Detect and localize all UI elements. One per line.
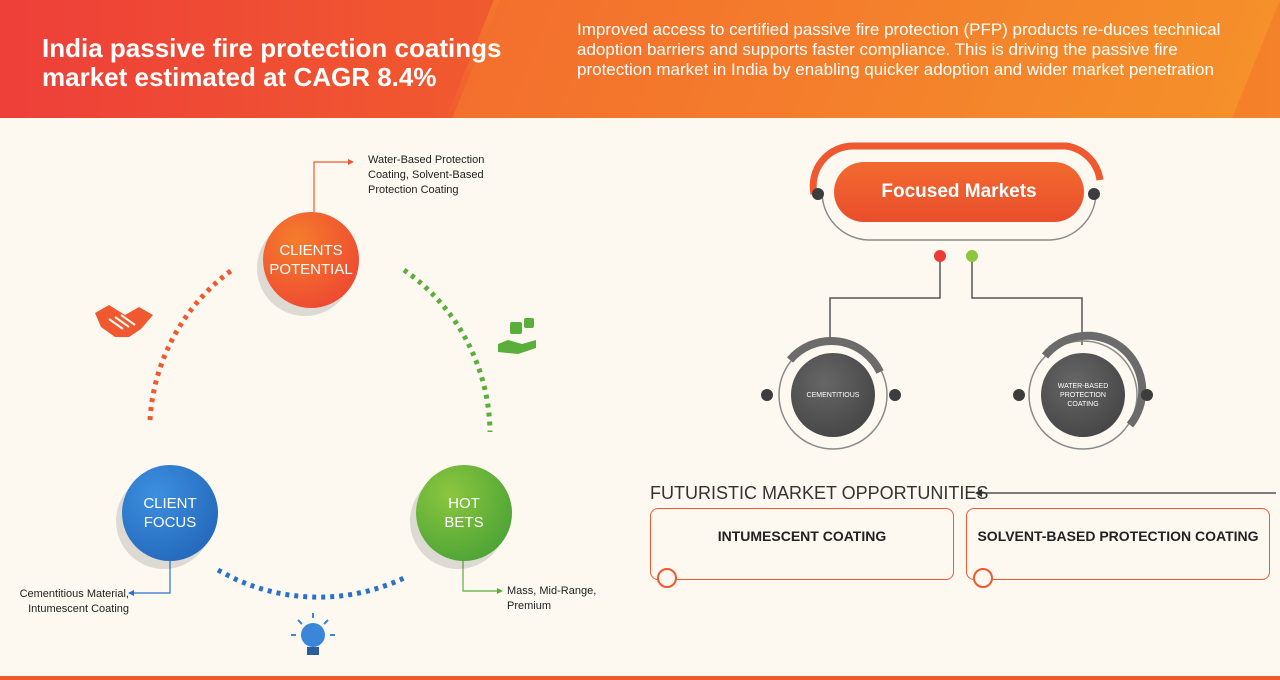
header-banner: India passive fire protection coatings m…	[0, 0, 1280, 118]
futuristic-title: FUTURISTIC MARKET OPPORTUNITIES	[650, 483, 989, 503]
hot-bets-circle: HOT BETS	[416, 465, 512, 561]
client-focus-circle: CLIENT FOCUS	[122, 465, 218, 561]
opportunity-1-ring	[657, 568, 677, 588]
cementitious-circle: CEMENTITIOUS	[791, 353, 875, 437]
hot-bets-note: Mass, Mid-Range, Premium	[507, 585, 597, 612]
opportunity-intumescent: INTUMESCENT COATING	[650, 508, 954, 580]
green-dashed-arc	[402, 267, 493, 433]
blue-dashed-arc	[216, 567, 406, 600]
bottom-border	[0, 676, 1280, 680]
focused-markets-pill: Focused Markets	[834, 162, 1084, 222]
handshake-icon	[95, 305, 153, 337]
hot-bets-label: HOT BETS	[444, 495, 484, 531]
cementitious-label: CEMENTITIOUS	[806, 391, 860, 399]
client-focus-label: CLIENT FOCUS	[143, 495, 197, 531]
water-based-circle: WATER-BASED PROTECTION COATING	[1041, 353, 1125, 437]
clients-potential-label: CLIENTS POTENTIAL	[269, 242, 353, 278]
opportunity-1-label: INTUMESCENT COATING	[717, 528, 887, 544]
header-description: Improved access to certified passive fir…	[577, 20, 1221, 79]
client-focus-note: Cementitious Material, Intumescent Coati…	[19, 588, 129, 615]
opportunity-solvent: SOLVENT-BASED PROTECTION COATING	[966, 508, 1270, 580]
clients-potential-circle: CLIENTS POTENTIAL	[263, 212, 359, 308]
opportunity-2-label: SOLVENT-BASED PROTECTION COATING	[977, 528, 1259, 544]
page-title: India passive fire protection coatings m…	[42, 33, 502, 92]
lightbulb-icon	[291, 613, 335, 655]
orange-dashed-arc	[147, 267, 234, 421]
water-based-label: WATER-BASED PROTECTION COATING	[1057, 382, 1109, 408]
clients-potential-note: Water-Based Protection Coating, Solvent-…	[368, 154, 485, 196]
dice-hand-icon	[498, 318, 536, 354]
opportunity-2-ring	[973, 568, 993, 588]
